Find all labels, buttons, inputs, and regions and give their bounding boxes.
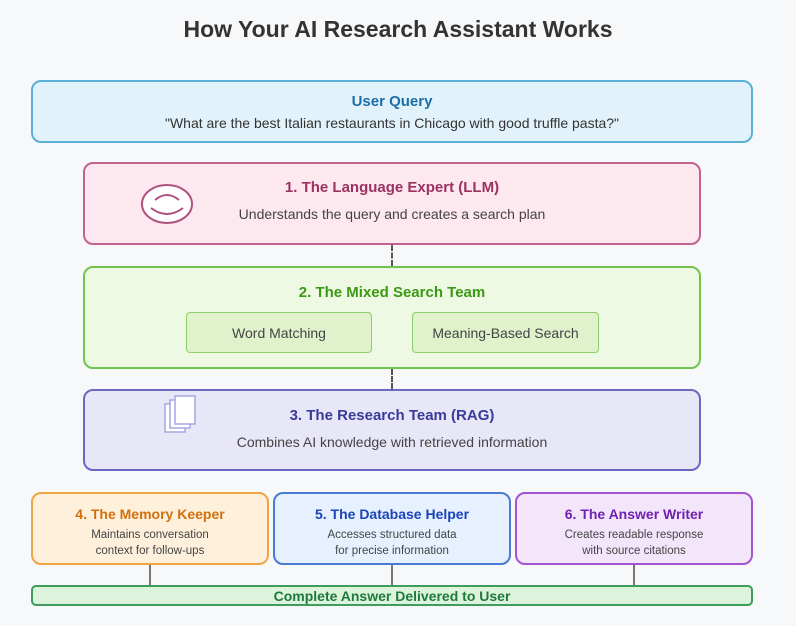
result-box: Complete Answer Delivered to User [31, 585, 753, 606]
answer-writer-desc: Creates readable response [564, 529, 704, 541]
memory-keeper-desc: Maintains conversation [91, 529, 209, 541]
user-query-box: User Query "What are the best Italian re… [31, 80, 753, 143]
rag-title: 3. The Research Team (RAG) [289, 407, 495, 424]
search-title: 2. The Mixed Search Team [298, 284, 486, 301]
search-box: 2. The Mixed Search Team Word Matching M… [83, 266, 701, 369]
llm-title: 1. The Language Expert (LLM) [284, 179, 500, 196]
database-helper-box: 5. The Database Helper Accesses structur… [273, 492, 511, 565]
user-query-text: "What are the best Italian restaurants i… [164, 115, 620, 131]
documents-icon [164, 395, 196, 433]
rag-box: 3. The Research Team (RAG) Combines AI k… [83, 389, 701, 471]
diagram-title: How Your AI Research Assistant Works [183, 16, 613, 42]
user-query-title: User Query [351, 93, 433, 110]
connector [149, 565, 151, 585]
memory-keeper-title: 4. The Memory Keeper [75, 506, 225, 522]
database-helper-desc: for precise information [335, 545, 449, 557]
connector [633, 565, 635, 585]
answer-writer-box: 6. The Answer Writer Creates readable re… [515, 492, 753, 565]
answer-writer-title: 6. The Answer Writer [564, 506, 704, 522]
database-helper-desc: Accesses structured data [327, 529, 457, 541]
database-helper-title: 5. The Database Helper [314, 506, 470, 522]
result-text: Complete Answer Delivered to User [273, 588, 511, 604]
memory-keeper-desc: context for follow-ups [95, 545, 205, 557]
connector [391, 245, 393, 266]
connector [391, 565, 393, 585]
answer-writer-desc: with source citations [582, 545, 686, 557]
llm-desc: Understands the query and creates a sear… [238, 206, 546, 222]
word-matching-option: Word Matching [186, 312, 372, 353]
memory-keeper-box: 4. The Memory Keeper Maintains conversat… [31, 492, 269, 565]
meaning-search-option: Meaning-Based Search [412, 312, 599, 353]
connector [391, 369, 393, 389]
face-icon [141, 184, 193, 224]
rag-desc: Combines AI knowledge with retrieved inf… [236, 434, 548, 450]
llm-box: 1. The Language Expert (LLM) Understands… [83, 162, 701, 245]
